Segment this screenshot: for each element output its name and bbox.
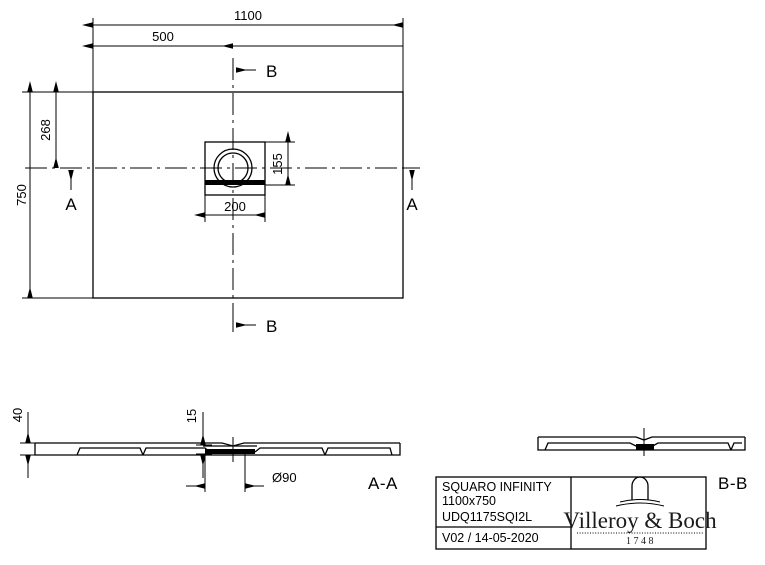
dim-overall-depth xyxy=(22,81,93,299)
drain-circle-outer xyxy=(213,148,253,188)
section-label-b-top: B xyxy=(266,62,277,81)
logo-brand-name: Villeroy & Boch xyxy=(563,508,717,533)
dim-diameter-90 xyxy=(186,454,264,492)
section-label-a-left: A xyxy=(65,195,77,214)
dim-label-268: 268 xyxy=(38,119,53,141)
dim-label-d90: Ø90 xyxy=(272,470,297,485)
dim-label-155: 155 xyxy=(270,153,285,175)
section-label-aa: A-A xyxy=(368,474,398,493)
dim-label-500: 500 xyxy=(152,29,174,44)
title-block-revision: V02 / 14-05-2020 xyxy=(442,531,539,545)
dim-label-1100: 1100 xyxy=(234,8,262,23)
tray-outline-plan xyxy=(92,91,404,299)
section-aa-profile xyxy=(34,437,401,462)
section-label-a-right: A xyxy=(406,195,418,214)
title-block-size: 1100x750 xyxy=(442,494,496,508)
dim-overall-width xyxy=(82,18,404,92)
drain-slot-bar xyxy=(205,180,265,185)
dim-label-40: 40 xyxy=(10,408,25,422)
section-marker-b-top xyxy=(232,58,256,78)
section-label-bb: B-B xyxy=(718,474,748,493)
title-block-article-number: UDQ1175SQI2L xyxy=(442,510,532,524)
section-marker-b-bottom xyxy=(232,312,256,332)
section-bb-profile xyxy=(537,428,746,456)
title-block-product-name: SQUARO INFINITY xyxy=(442,480,552,494)
dim-label-15: 15 xyxy=(184,409,199,423)
logo-brand-year: 1748 xyxy=(626,536,656,547)
section-label-b-bottom: B xyxy=(266,317,277,336)
section-marker-a-right xyxy=(403,167,420,190)
dim-label-750: 750 xyxy=(14,184,29,206)
section-bb-drain-slot xyxy=(636,444,654,450)
section-aa-drain-recess xyxy=(205,449,255,454)
drain-box xyxy=(204,141,266,196)
villeroy-boch-logo: Villeroy & Boch 1748 xyxy=(563,476,717,547)
fountain-arch-icon xyxy=(615,476,665,507)
dim-label-200: 200 xyxy=(224,199,246,214)
section-marker-a-left xyxy=(63,167,80,190)
title-block-frame xyxy=(435,476,707,550)
dim-155 xyxy=(265,131,295,186)
dim-200 xyxy=(194,185,266,222)
dim-15 xyxy=(196,412,212,478)
dim-40 xyxy=(20,412,35,478)
